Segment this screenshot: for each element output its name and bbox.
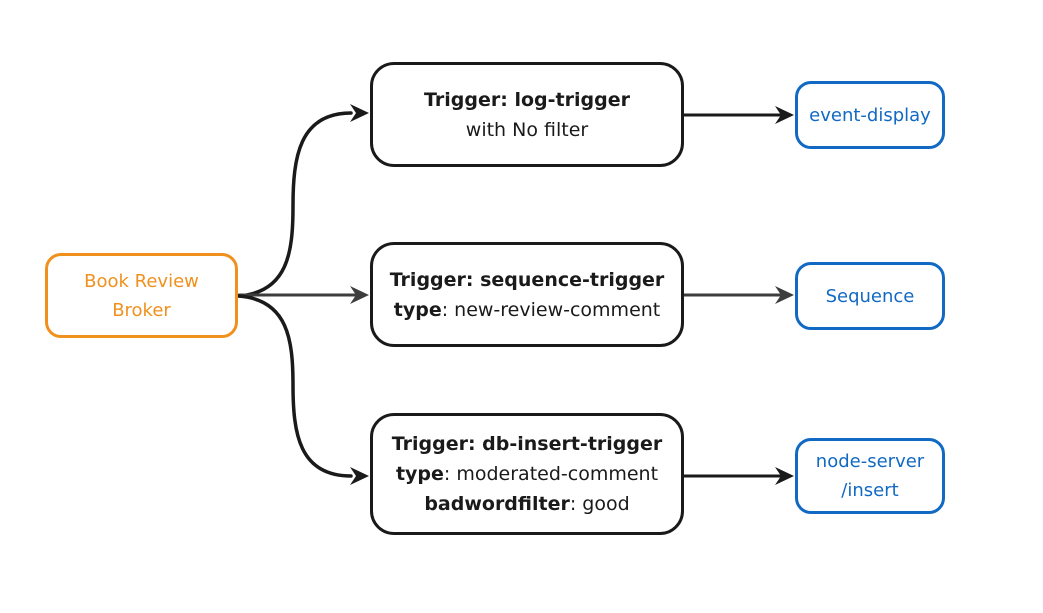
trigger-line-bold: type — [395, 463, 444, 485]
trigger-line: Trigger: sequence-trigger — [390, 265, 665, 295]
endpoint-node-node-server-insert: node-server /insert — [795, 438, 945, 514]
edge-broker-to-log-trigger — [237, 111, 353, 298]
broker-node-book-review-broker: Book Review Broker — [45, 253, 238, 338]
trigger-line: with No filter — [466, 115, 588, 145]
trigger-line-bold: Trigger: log-trigger — [424, 88, 630, 111]
arrowhead-sequence-trigger — [350, 286, 369, 304]
edge-broker-to-db-insert-trigger — [237, 294, 353, 478]
arrowhead-node-server — [775, 467, 794, 485]
trigger-line-text: : new-review-comment — [441, 298, 661, 321]
endpoint-node-sequence: Sequence — [795, 262, 945, 330]
trigger-line: type: moderated-comment — [396, 459, 658, 489]
trigger-line-bold: Trigger: db-insert-trigger — [391, 433, 663, 455]
trigger-line-text: : good — [569, 493, 630, 515]
trigger-line-text: with No filter — [465, 118, 589, 141]
trigger-line-text: : moderated-comment — [443, 463, 659, 485]
trigger-line: type: new-review-comment — [394, 295, 661, 325]
trigger-line: Trigger: log-trigger — [424, 85, 630, 115]
trigger-node-db-insert-trigger: Trigger: db-insert-trigger type: moderat… — [370, 413, 684, 535]
arrowhead-event-display — [775, 106, 794, 124]
arrowhead-sequence — [775, 286, 794, 304]
endpoint-node-event-display: event-display — [795, 81, 945, 149]
trigger-line: Trigger: db-insert-trigger — [392, 429, 663, 459]
arrowhead-db-insert-trigger — [350, 467, 369, 485]
trigger-node-log-trigger: Trigger: log-trigger with No filter — [370, 62, 684, 167]
trigger-line: badwordfilter: good — [424, 489, 629, 519]
trigger-node-sequence-trigger: Trigger: sequence-trigger type: new-revi… — [370, 242, 684, 347]
trigger-line-bold: badwordfilter — [424, 493, 570, 515]
trigger-line-bold: type — [393, 298, 442, 321]
arrowhead-log-trigger — [350, 104, 369, 122]
trigger-line-bold: Trigger: sequence-trigger — [389, 268, 665, 291]
